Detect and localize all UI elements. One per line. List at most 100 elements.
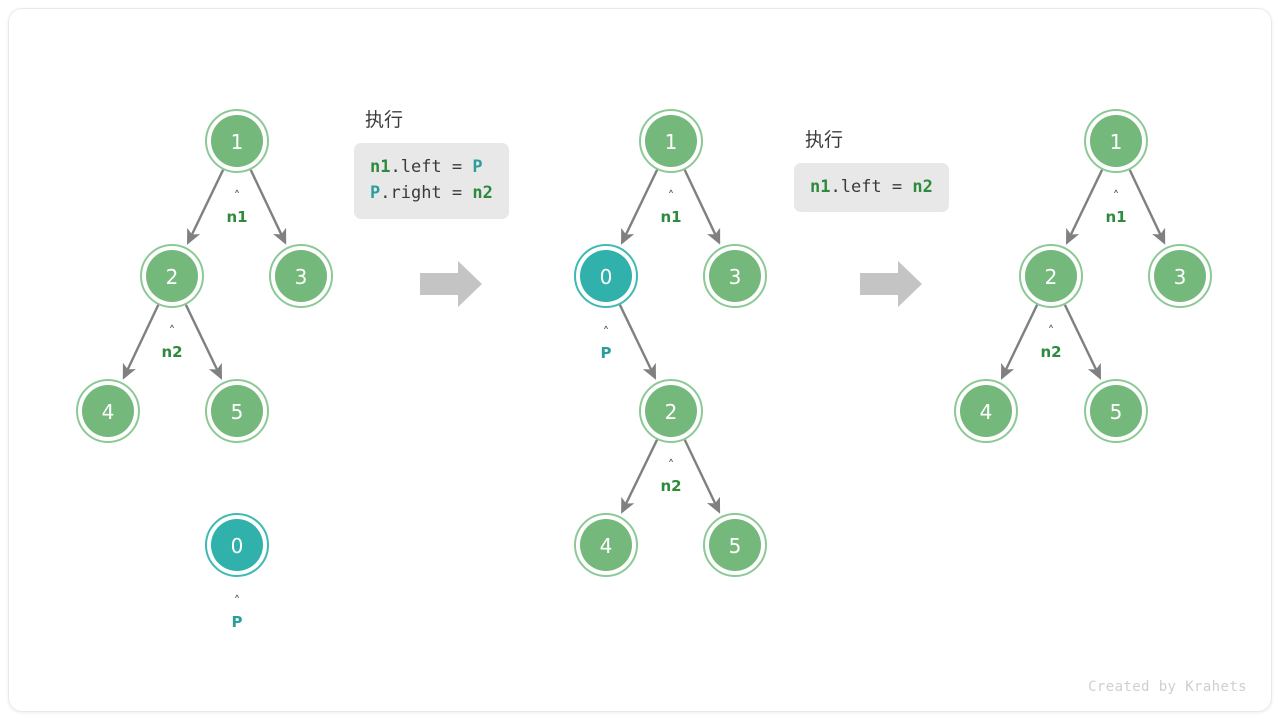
code-identifier: n2 (472, 183, 493, 204)
node-circle (1154, 250, 1206, 302)
tree-edge (683, 169, 721, 245)
node-circle (82, 385, 134, 437)
pointer-caret-icon: ˄ (668, 190, 675, 205)
step-3-code-block: n1.left = n2 (794, 163, 949, 213)
tree-node: 1 (205, 109, 269, 173)
node-outer-ring (205, 379, 269, 443)
tree-node: 2 (1019, 244, 1083, 308)
node-outer-ring (1084, 109, 1148, 173)
pointer-caret-icon: ˄ (668, 459, 675, 474)
step-2-action-label: 执行 (365, 109, 404, 131)
node-circle (146, 250, 198, 302)
tree-edge (621, 439, 659, 514)
node-value: 3 (295, 265, 308, 289)
node-circle (960, 385, 1012, 437)
pointer-label: P (232, 613, 243, 631)
pointer-label: n1 (660, 208, 681, 226)
code-identifier: n1 (810, 177, 831, 197)
node-value: 0 (600, 265, 613, 289)
step-arrow-icon (420, 261, 482, 307)
tree-node: 3 (1148, 244, 1212, 308)
tree-node: 3 (703, 244, 767, 308)
separators-layer (420, 261, 922, 307)
code-text: .left = (830, 177, 913, 197)
node-circle (709, 250, 761, 302)
tree-edge (1128, 169, 1166, 245)
tree-edge (1063, 304, 1102, 380)
node-circle (211, 115, 263, 167)
pointer-label: n2 (161, 343, 182, 361)
node-outer-ring (574, 513, 638, 577)
pointer-caret-icon: ˄ (1113, 190, 1120, 205)
pointer-label: n2 (660, 477, 681, 495)
tree-node: 3 (269, 244, 333, 308)
tree-node: 2 (639, 379, 703, 443)
node-value: 3 (729, 265, 742, 289)
tree-edge (249, 169, 287, 245)
node-value: 5 (1110, 400, 1123, 424)
node-value: 3 (1174, 265, 1187, 289)
pointer-label: n1 (1105, 208, 1126, 226)
code-identifier: P (370, 183, 381, 204)
node-outer-ring (205, 109, 269, 173)
node-outer-ring (639, 379, 703, 443)
node-value: 4 (980, 400, 993, 424)
tree-edge (122, 304, 160, 380)
node-circle (580, 250, 632, 302)
node-circle (645, 115, 697, 167)
tree-node: 4 (954, 379, 1018, 443)
node-outer-ring (574, 244, 638, 308)
code-identifier: P (472, 157, 483, 177)
node-circle (645, 385, 697, 437)
tree-node: 2 (140, 244, 204, 308)
node-value: 0 (231, 534, 244, 558)
node-outer-ring (269, 244, 333, 308)
code-text: .left = (390, 157, 473, 177)
node-value: 2 (665, 400, 678, 424)
node-outer-ring (205, 513, 269, 577)
node-value: 4 (600, 534, 613, 558)
tree-node: 4 (574, 513, 638, 577)
pointer-caret-icon: ˄ (1048, 325, 1055, 340)
node-circle (275, 250, 327, 302)
node-outer-ring (140, 244, 204, 308)
tree-node: 5 (1084, 379, 1148, 443)
step-arrow-icon (860, 261, 922, 307)
code-identifier: n1 (370, 157, 391, 177)
node-circle (580, 519, 632, 571)
node-value: 5 (729, 534, 742, 558)
node-circle (211, 519, 263, 571)
node-circle (1025, 250, 1077, 302)
tree-node: 1 (1084, 109, 1148, 173)
node-outer-ring (703, 244, 767, 308)
tree-edge (618, 304, 657, 380)
node-outer-ring (954, 379, 1018, 443)
tree-node: 0 (205, 513, 269, 577)
node-outer-ring (703, 513, 767, 577)
tree-edge (186, 169, 225, 245)
pointer-label: n1 (226, 208, 247, 226)
code-text: .right = (380, 183, 473, 204)
node-outer-ring (639, 109, 703, 173)
node-value: 2 (166, 265, 179, 289)
node-value: 1 (1110, 130, 1123, 154)
tree-edge (620, 169, 659, 245)
pointer-caret-icon: ˄ (234, 595, 241, 610)
step-2-code-block: n1.left = P P.right = n2 (354, 143, 509, 219)
node-value: 1 (231, 130, 244, 154)
node-value: 2 (1045, 265, 1058, 289)
tree-node: 5 (703, 513, 767, 577)
watermark-credit: Created by Krahets (1088, 679, 1247, 695)
node-circle (211, 385, 263, 437)
node-outer-ring (1019, 244, 1083, 308)
node-outer-ring (1084, 379, 1148, 443)
node-outer-ring (1148, 244, 1212, 308)
tree-node: 1 (639, 109, 703, 173)
node-value: 5 (231, 400, 244, 424)
pointer-caret-icon: ˄ (603, 326, 610, 341)
code-identifier: n2 (912, 177, 933, 197)
pointer-caret-icon: ˄ (234, 190, 241, 205)
